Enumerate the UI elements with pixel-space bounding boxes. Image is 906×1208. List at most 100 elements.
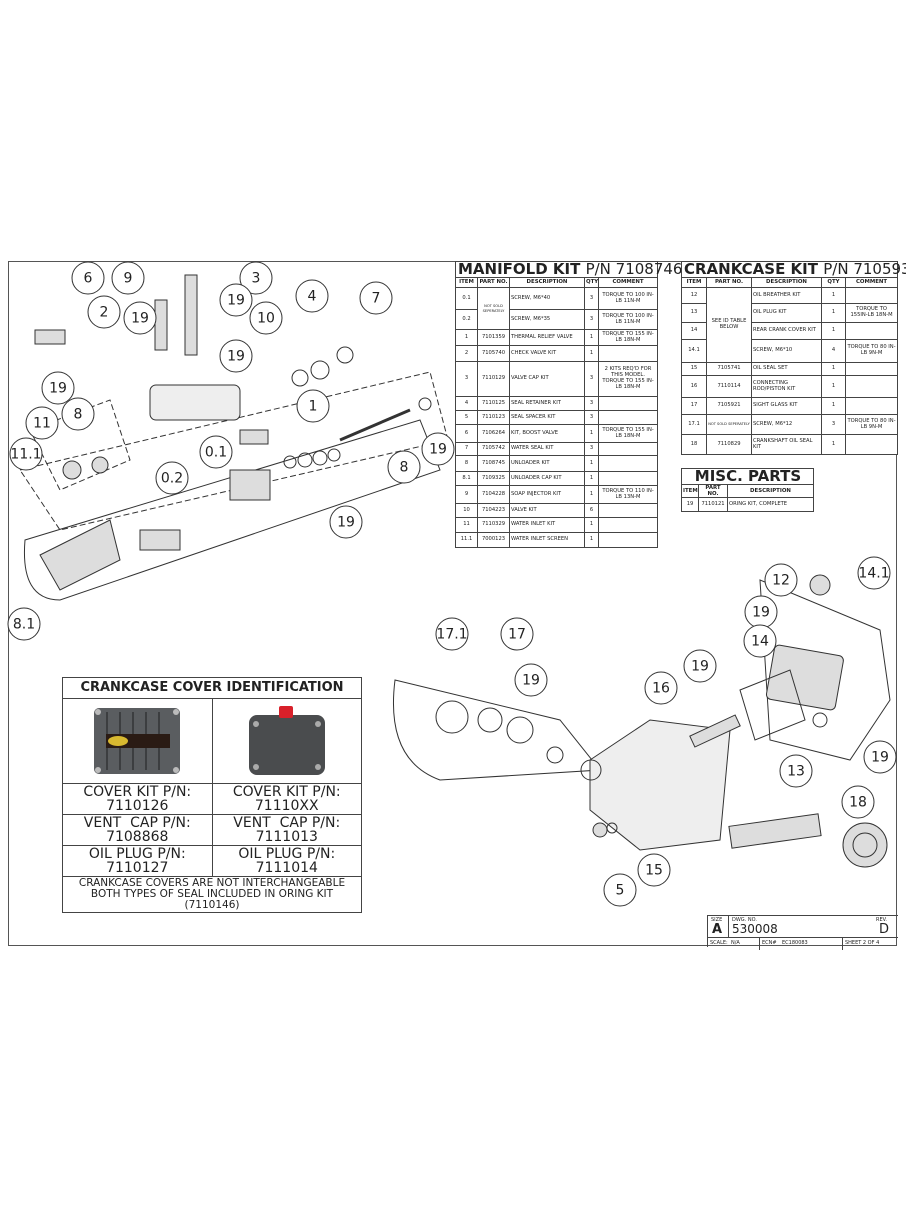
drawing-border	[8, 261, 897, 946]
item-number: 15	[681, 362, 707, 376]
crankshaft	[728, 813, 822, 849]
quantity: 1	[584, 532, 599, 548]
part-number: NOT SOLD SEPERATELY	[477, 287, 510, 330]
item-balloon-10: 10	[249, 301, 283, 335]
comment	[597, 442, 659, 456]
quantity: 4	[821, 339, 846, 363]
item-balloon-11: 11	[25, 406, 59, 440]
description: SEAL SPACER KIT	[509, 410, 585, 425]
item-balloon-11-1: 11.1	[9, 437, 43, 471]
comment	[597, 503, 659, 518]
sight-glass-outline	[392, 679, 601, 781]
item-balloon-8-1: 8.1	[7, 607, 41, 641]
comment	[597, 396, 659, 411]
part-number: 7110329	[477, 517, 510, 533]
item-number: 11	[455, 517, 478, 533]
item-balloon-1: 1	[296, 389, 330, 423]
description: SIGHT GLASS KIT	[751, 397, 822, 415]
item-number: 14	[681, 322, 707, 340]
part-number: 7101359	[477, 329, 510, 346]
description: WATER SEAL KIT	[509, 442, 585, 456]
part-number: 7110129	[477, 361, 510, 397]
item-balloon-19: 19	[514, 663, 548, 697]
size-value: A	[712, 922, 723, 937]
comment: TORQUE TO 110 IN-LB 13N-M	[597, 485, 659, 504]
item-number: 2	[455, 345, 478, 362]
comment	[844, 434, 899, 455]
relief-valve	[239, 429, 269, 445]
item-number: 10	[455, 503, 478, 518]
item-balloon-19: 19	[219, 283, 253, 317]
description: UNLOADER CAP KIT	[509, 471, 585, 486]
item-balloon-18: 18	[841, 785, 875, 819]
title-block: SIZE A DWG. NO. 530008 REV. D SCALE: N/A…	[707, 915, 898, 950]
description: CONNECTING ROD/PISTON KIT	[751, 375, 822, 398]
item-balloon-17: 17	[500, 617, 534, 651]
comment: TORQUE TO 155IN-LB 18N-M	[844, 303, 899, 323]
smooth-crankcase-cover-photo	[248, 706, 325, 775]
column-header: PART NO.	[698, 483, 728, 499]
part-number: 7104228	[477, 485, 510, 504]
part-number: 7109325	[477, 471, 510, 486]
description: OIL PLUG KIT	[751, 303, 822, 323]
part-number: 7110125	[477, 396, 510, 411]
item-balloon-19: 19	[329, 505, 363, 539]
item-balloon-5: 5	[603, 873, 637, 907]
connecting-rod	[689, 714, 741, 748]
quantity: 3	[584, 287, 599, 310]
item-balloon-12: 12	[764, 563, 798, 597]
item-number: 11.1	[455, 532, 478, 548]
manifold-kit-title: MANIFOLD KIT	[458, 260, 581, 278]
part-number: 7104223	[477, 503, 510, 518]
item-number: 18	[681, 434, 707, 455]
column-header: COMMENT	[844, 277, 899, 288]
crankcase-cover-identification-table: CRANKCASE COVER IDENTIFICATION COV	[62, 677, 362, 913]
item-balloon-19: 19	[41, 371, 75, 405]
ecn-label: ECN#	[759, 938, 779, 950]
item-balloon-19: 19	[123, 301, 157, 335]
soap-injector	[154, 299, 168, 351]
crankcase-kit-pn: P/N 7105936	[823, 260, 906, 278]
cover-gasket	[739, 669, 806, 741]
boost-valve	[34, 329, 66, 345]
column-header: QTY	[821, 277, 846, 288]
comment: 2 KITS REQ'D FOR THIS MODEL. TORQUE TO 1…	[597, 361, 659, 397]
description: SEAL RETAINER KIT	[509, 396, 585, 411]
item-balloon-19: 19	[683, 649, 717, 683]
quantity: 1	[584, 345, 599, 362]
part-number: SEE ID TABLE BELOW	[706, 287, 752, 363]
part-number: 7105921	[706, 397, 752, 415]
quantity: 1	[584, 329, 599, 346]
quantity: 1	[584, 424, 599, 443]
comment: TORQUE TO 100 IN-LB 11N-M	[597, 309, 659, 330]
item-number: 17	[681, 397, 707, 415]
quantity: 3	[584, 410, 599, 425]
item-number: 7	[455, 442, 478, 456]
item-balloon-16: 16	[644, 671, 678, 705]
sheet-number: SHEET 2 OF 4	[842, 938, 881, 950]
rear-cover	[765, 644, 844, 711]
quantity: 1	[821, 362, 846, 376]
comment	[597, 471, 659, 486]
description: SCREW, M6*12	[751, 414, 822, 435]
item-number: 8.1	[455, 471, 478, 486]
scale-value: N/A	[731, 940, 740, 946]
quantity: 3	[821, 414, 846, 435]
item-number: 12	[681, 287, 707, 304]
item-number: 0.2	[455, 309, 478, 330]
comment: TORQUE TO 155 IN-LB 18N-M	[597, 424, 659, 443]
quantity: 3	[584, 396, 599, 411]
